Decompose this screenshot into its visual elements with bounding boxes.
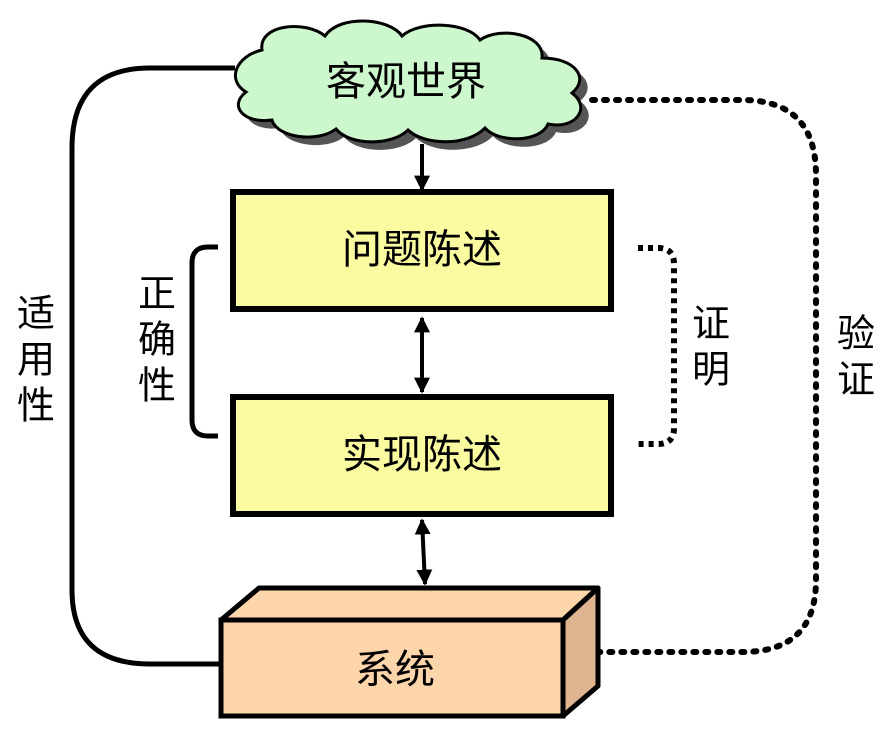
problem-statement-box: 问题陈述 (230, 189, 614, 312)
problem-statement-label: 问题陈述 (342, 227, 502, 273)
proof-label: 证 明 (692, 302, 730, 392)
applicability-char: 适 (17, 292, 55, 336)
arrow-implementation-system (414, 518, 433, 586)
problem-statement-rect (230, 189, 614, 312)
world-cloud-shape (233, 19, 583, 144)
proof-char: 证 (692, 302, 730, 346)
system-box: 系统 (218, 585, 601, 719)
correctness-bracket (189, 244, 218, 439)
proof-char: 明 (692, 348, 730, 392)
implementation-statement-label: 实现陈述 (342, 432, 502, 478)
system-label: 系统 (355, 647, 435, 693)
world-cloud: 客观世界 (233, 19, 589, 150)
verification-char: 证 (837, 358, 875, 402)
implementation-statement-box: 实现陈述 (230, 394, 614, 517)
applicability-char: 性 (17, 384, 55, 428)
verification-connector (589, 97, 819, 655)
implementation-statement-rect (230, 394, 614, 517)
correctness-label: 正 确 性 (138, 272, 176, 408)
correctness-char: 正 (138, 272, 176, 316)
system-box-top (218, 585, 601, 623)
applicability-connector (69, 65, 235, 667)
system-box-front (218, 617, 566, 719)
verification-label: 验 证 (837, 312, 875, 402)
correctness-char: 性 (138, 364, 176, 408)
applicability-char: 用 (17, 338, 55, 382)
applicability-label: 适 用 性 (17, 292, 55, 428)
world-label: 客观世界 (326, 59, 486, 105)
verification-char: 验 (837, 312, 875, 356)
correctness-char: 确 (138, 318, 176, 362)
proof-bracket (638, 245, 677, 447)
